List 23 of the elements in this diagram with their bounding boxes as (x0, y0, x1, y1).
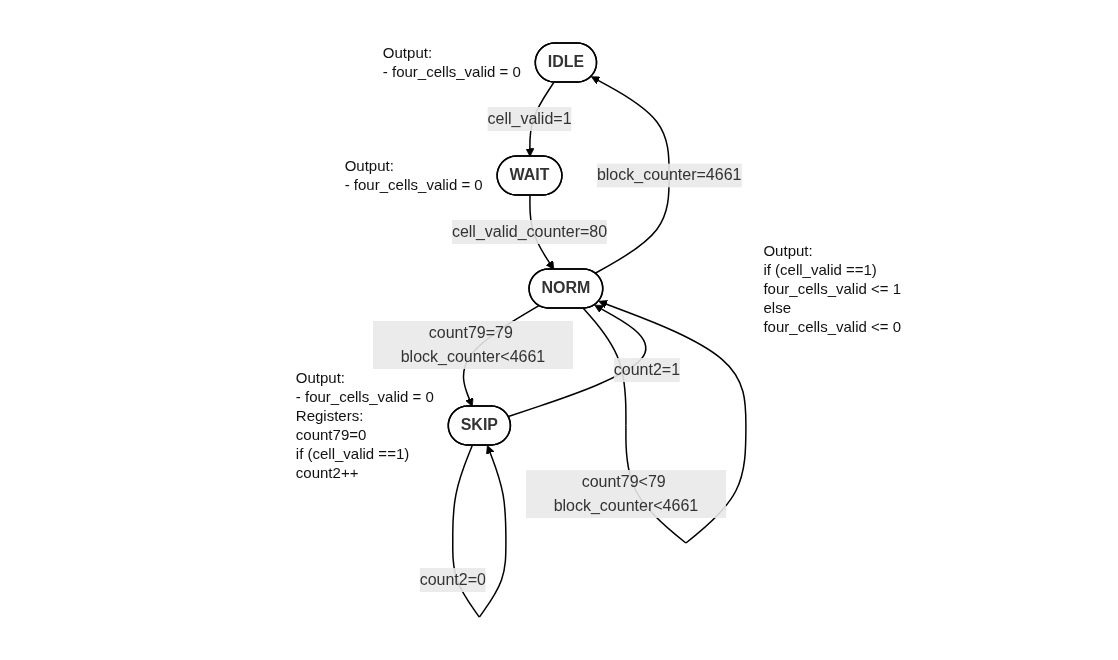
output-note: - four_cells_valid = 0 (382, 62, 521, 82)
output-note: Output: (295, 368, 346, 388)
output-note: four_cells_valid <= 0 (763, 316, 902, 336)
output-note: - four_cells_valid = 0 (344, 175, 483, 195)
output-note: if (cell_valid ==1) (763, 259, 877, 279)
output-note: if (cell_valid ==1) (295, 444, 410, 464)
edge-label: count2=0 (419, 570, 486, 588)
output-note: Registers: (295, 406, 364, 426)
edge-label: cell_valid_counter=80 (451, 222, 607, 240)
output-note: Output: (382, 43, 433, 63)
output-note: count79=0 (295, 425, 367, 445)
output-note: - four_cells_valid = 0 (295, 387, 434, 407)
output-note: else (763, 297, 791, 317)
output-note: Output: (344, 156, 394, 176)
arrow (590, 76, 670, 274)
output-note: Output: (763, 240, 813, 260)
output-note: count2++ (295, 463, 359, 483)
edge-label: block_counter=4661 (596, 166, 741, 184)
edge-label: count79=79 block_counter<4661 (400, 323, 545, 365)
output-note: four_cells_valid <= 1 (763, 278, 902, 298)
edge-label: cell_valid=1 (487, 109, 572, 127)
edge-label: count2=1 (613, 360, 680, 378)
edge-label: count79<79 block_counter<4661 (553, 472, 698, 514)
